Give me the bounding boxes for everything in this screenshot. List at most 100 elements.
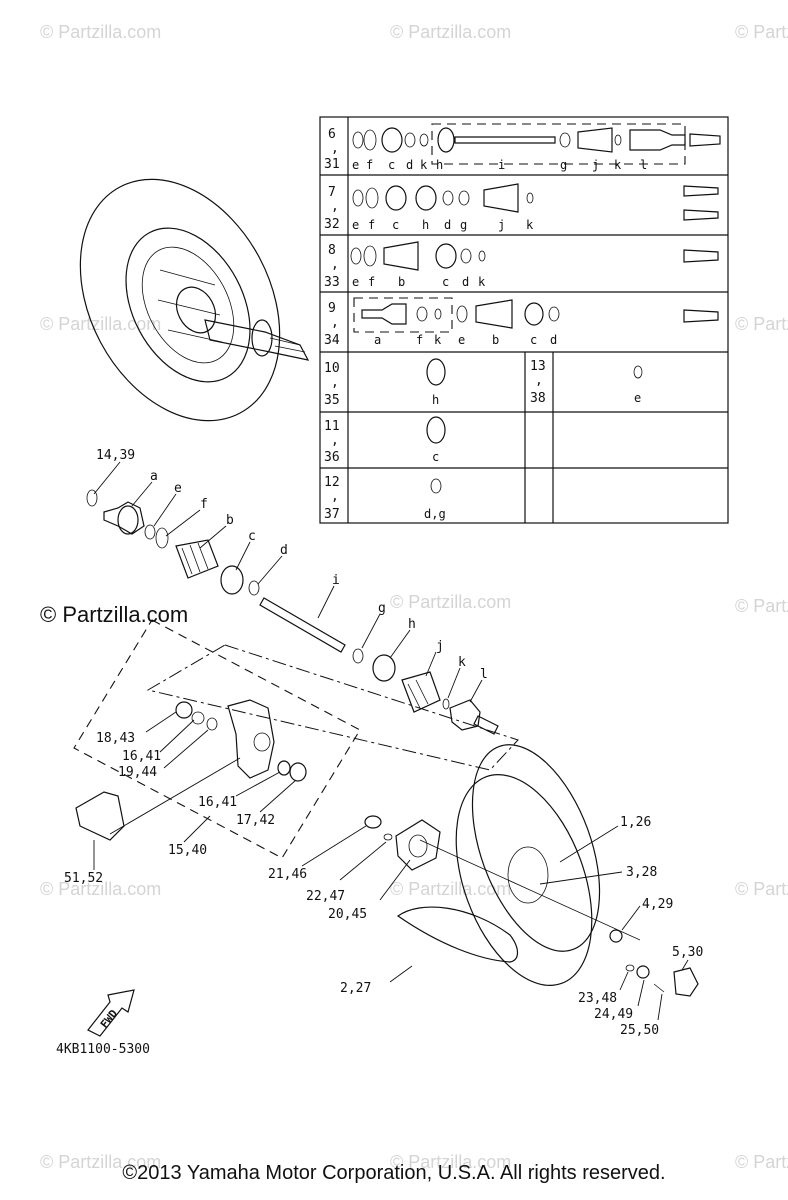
kit-row-letter: g [460, 218, 467, 232]
callout-label: j [436, 639, 444, 654]
kit-row-part-number: 36 [324, 450, 340, 465]
kit-row-letter: d [444, 218, 451, 232]
fwd-label: FWD [98, 1007, 121, 1031]
kit-row-letter: f [366, 158, 373, 172]
callout-label: 16,41 [122, 749, 161, 764]
kit-row-part-number: 11 [324, 419, 340, 434]
kit-row-part-number: 10 [324, 361, 340, 376]
watermark-text: © Partzilla.com [40, 22, 161, 42]
svg-text:,: , [331, 141, 339, 156]
callout-label: h [408, 617, 416, 632]
callout-label: l [480, 667, 488, 682]
svg-text:,: , [331, 257, 339, 272]
svg-text:,: , [331, 199, 339, 214]
watermark-text: © Partzilla.com [735, 22, 788, 42]
watermark-text: © Partzilla.com [735, 596, 788, 616]
kit-row-part-number: 33 [324, 275, 340, 290]
kit-row-part-number: 37 [324, 507, 340, 522]
kit-row-letter: b [398, 275, 405, 289]
copyright-notice: ©2013 Yamaha Motor Corporation, U.S.A. A… [122, 1162, 666, 1184]
kit-row-letter: h [436, 158, 443, 172]
kit-row-letter: d,g [424, 507, 446, 521]
kit-row-illustration [352, 123, 721, 165]
kit-row-part-number: 6 [328, 127, 336, 142]
kit-row-letter: j [498, 218, 505, 232]
kit-row-letter: i [498, 158, 505, 172]
callout-label: 20,45 [328, 907, 367, 922]
fwd-arrow-icon: FWD [87, 989, 135, 1037]
kit-row-letter: e [634, 391, 641, 405]
callout-label: e [174, 481, 182, 496]
kit-row-letter: e [458, 333, 465, 347]
kit-row-letter: j [592, 158, 599, 172]
drawing-code: 4KB1100-5300 [56, 1042, 150, 1057]
callout-label: b [226, 513, 234, 528]
kit-row-letter: a [374, 333, 381, 347]
kit-row-illustration [352, 183, 719, 221]
kit-row-letter: k [614, 158, 622, 172]
kit-row-letter: e [352, 158, 359, 172]
watermark-text: © Partzilla.com [40, 314, 161, 334]
watermark-text: © Partzilla.com [40, 1152, 161, 1172]
watermark-text: © Partzilla.com [40, 879, 161, 899]
assembly-outlines [73, 619, 519, 859]
kit-row-letter: h [432, 393, 439, 407]
svg-text:,: , [331, 433, 339, 448]
kit-row-illustration [353, 297, 719, 333]
callout-label: 5,30 [672, 945, 703, 960]
callout-label: 19,44 [118, 765, 157, 780]
svg-text:,: , [331, 375, 339, 390]
kit-row-part-number: 38 [530, 391, 546, 406]
kit-row-letter: d [462, 275, 469, 289]
callout-label: f [200, 497, 208, 512]
kit-row-letter: c [442, 275, 449, 289]
callout-label: i [332, 573, 340, 588]
watermark-text: © Partzilla.com [735, 879, 788, 899]
watermark-text: © Partzilla.com [390, 879, 511, 899]
kit-row-letter: g [560, 158, 567, 172]
kit-row-part-number: 12 [324, 475, 340, 490]
callout-label: d [280, 543, 288, 558]
callout-label: 24,49 [594, 1007, 633, 1022]
kit-row-letter: k [420, 158, 428, 172]
callout-label: 1,26 [620, 815, 651, 830]
callout-label: 21,46 [268, 867, 307, 882]
kit-row-letter: k [478, 275, 486, 289]
callout-label: 15,40 [168, 843, 207, 858]
watermark-text: © Partzilla.com [40, 602, 188, 627]
callout-label: c [248, 529, 256, 544]
kit-row-letter: e [352, 218, 359, 232]
kit-row-part-number: 32 [324, 217, 340, 232]
watermark-text: © Partzilla.com [390, 592, 511, 612]
svg-text:,: , [331, 315, 339, 330]
kit-row-part-number: 7 [328, 185, 336, 200]
kit-row-letter: c [432, 450, 439, 464]
kit-row-illustration [350, 241, 719, 271]
kit-row-part-number: 9 [328, 301, 336, 316]
kit-row-part-number: 31 [324, 157, 340, 172]
kit-row-part-number: 35 [324, 393, 340, 408]
callout-label: 17,42 [236, 813, 275, 828]
watermark-text: © Partzilla.com [390, 22, 511, 42]
kit-row-letter: k [434, 333, 442, 347]
kit-row-letter: c [530, 333, 537, 347]
svg-text:,: , [331, 489, 339, 504]
callout-label: 18,43 [96, 731, 135, 746]
kit-row-part-number: 8 [328, 243, 336, 258]
callout-label: a [150, 469, 158, 484]
callout-labels: 14,39 a e f b c d i g h j k l 18,43 16,4… [64, 448, 703, 1038]
wheel-hub-parts [364, 744, 699, 997]
svg-text:,: , [535, 373, 543, 388]
kit-row-part-number: 34 [324, 333, 340, 348]
callout-label: 3,28 [626, 865, 657, 880]
kit-row-letter: d [550, 333, 557, 347]
kit-row-letter: f [368, 218, 375, 232]
callout-label: 16,41 [198, 795, 237, 810]
kit-table: 6 , 31 7 , 32 8 , 33 9 , 34 10 , 35 13 ,… [319, 116, 729, 524]
kit-row-letter: d [406, 158, 413, 172]
callout-label: 51,52 [64, 871, 103, 886]
kit-row-letter: k [526, 218, 534, 232]
watermark-text: © Partzilla.com [390, 1152, 511, 1172]
callout-label: 2,27 [340, 981, 371, 996]
